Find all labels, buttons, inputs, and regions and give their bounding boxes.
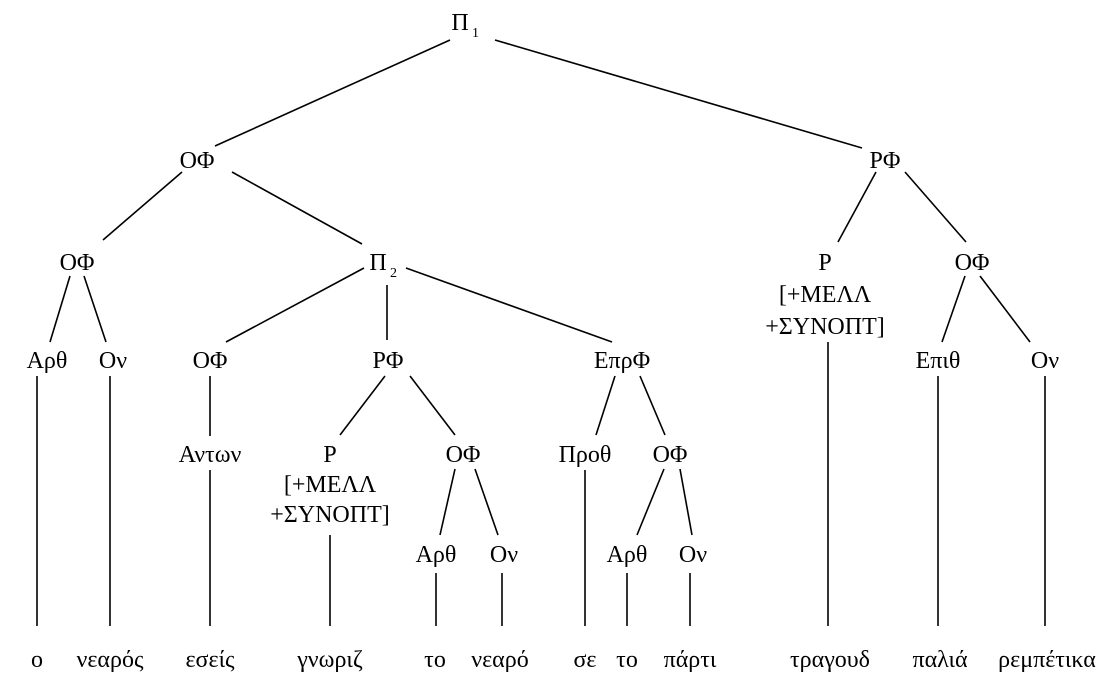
leaf-word: το bbox=[616, 647, 638, 673]
node-v2-feature2: +ΣΥΝΟΠΤ] bbox=[270, 502, 389, 528]
node-vp-main: ΡΦ bbox=[870, 148, 901, 174]
leaf-word: γνωριζ bbox=[296, 647, 363, 673]
leaf-word: το bbox=[424, 647, 446, 673]
node-v-main: Ρ bbox=[818, 250, 831, 276]
node-noun2: Ον bbox=[490, 542, 518, 568]
node-art1: Αρθ bbox=[27, 348, 68, 374]
node-pron: Αντων bbox=[179, 442, 242, 468]
node-v2-feature1: [+ΜΕΛΛ bbox=[284, 472, 377, 498]
leaf-word: σε bbox=[573, 647, 596, 673]
leaf-word: πάρτι bbox=[664, 647, 717, 673]
node-root-subscript: 1 bbox=[472, 26, 479, 41]
node-v-main-feature2: +ΣΥΝΟΠΤ] bbox=[765, 314, 884, 340]
tree-edges bbox=[36, 39, 1046, 626]
node-np-left: ΟΦ bbox=[60, 250, 95, 276]
node-v2: Ρ bbox=[323, 442, 336, 468]
node-prep: Προθ bbox=[559, 442, 612, 468]
node-np-main: ΟΦ bbox=[180, 148, 215, 174]
tree-nodes: Π 1 ΟΦ ΡΦ ΟΦ Π 2 Ρ [+ΜΕΛΛ +ΣΥΝΟΠΤ] ΟΦ Αρ… bbox=[27, 10, 1060, 568]
node-np-obj-main: ΟΦ bbox=[955, 250, 990, 276]
node-art3: Αρθ bbox=[607, 542, 648, 568]
node-adj: Επιθ bbox=[916, 348, 961, 374]
node-pp: ΕπρΦ bbox=[594, 348, 650, 374]
leaf-word: ρεμπέτικα bbox=[998, 647, 1096, 673]
node-noun3: Ον bbox=[679, 542, 707, 568]
node-np-obj2: ΟΦ bbox=[446, 442, 481, 468]
node-art2: Αρθ bbox=[416, 542, 457, 568]
node-noun1: Ον bbox=[99, 348, 127, 374]
node-clause2-subscript: 2 bbox=[390, 266, 397, 281]
tree-leaves: ο νεαρός εσείς γνωριζ το νεαρό σε το πάρ… bbox=[31, 647, 1096, 673]
node-vp2: ΡΦ bbox=[373, 348, 404, 374]
node-np-pp: ΟΦ bbox=[653, 442, 688, 468]
node-noun-obj: Ον bbox=[1031, 348, 1059, 374]
node-v-main-feature1: [+ΜΕΛΛ bbox=[779, 282, 872, 308]
node-clause2: Π bbox=[369, 250, 386, 276]
node-root: Π bbox=[451, 10, 468, 36]
leaf-word: ο bbox=[31, 647, 43, 673]
leaf-word: εσείς bbox=[185, 647, 235, 673]
leaf-word: νεαρό bbox=[471, 647, 528, 673]
leaf-word: νεαρός bbox=[77, 647, 144, 673]
leaf-word: παλιά bbox=[912, 647, 967, 673]
node-np-subj2: ΟΦ bbox=[193, 348, 228, 374]
leaf-word: τραγουδ bbox=[790, 647, 870, 673]
